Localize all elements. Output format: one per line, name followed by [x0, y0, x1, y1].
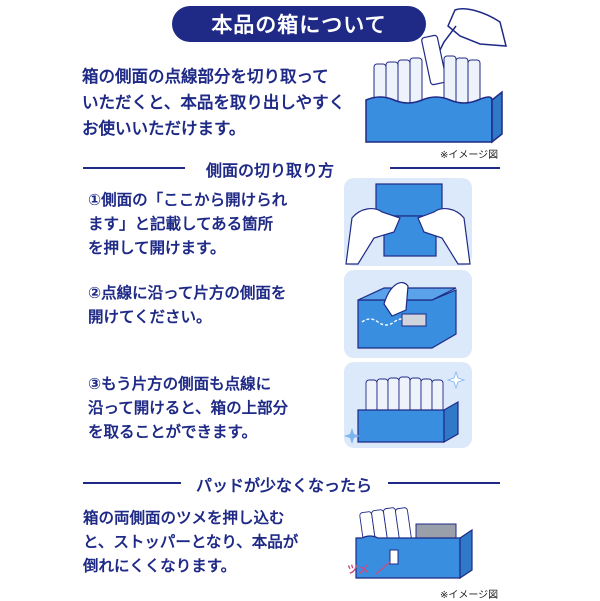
- intro-text: 箱の側面の点線部分を切り取って いただくと、本品を取り出しやすく お使いいただけ…: [82, 64, 372, 142]
- step-line: ①側面の「ここから開けられ: [88, 191, 288, 209]
- intro-line: お使いいただけます。: [82, 119, 246, 138]
- step-line: を取ることができます。: [88, 423, 257, 441]
- step-line: 倒れにくくなります。: [83, 557, 237, 575]
- step-1-image-panel: [344, 178, 472, 266]
- intro-line: 箱の側面の点線部分を切り取って: [82, 67, 329, 86]
- step-line: 箱の両側面のツメを押し込む: [83, 509, 285, 527]
- tab-label: ツメ: [347, 563, 369, 576]
- box-with-pads-illustration: [365, 8, 507, 144]
- section-divider-right: [388, 482, 500, 484]
- opened-box-illustration: [344, 370, 466, 444]
- hands-pressing-box-illustration: [345, 183, 471, 265]
- step-line: 沿って開けると、箱の上部分: [88, 399, 289, 417]
- section-heading-low-pads: パッドが少なくなったら: [196, 476, 373, 495]
- page-title: 本品の箱について: [172, 6, 426, 42]
- step-line: ます」と記載してある箇所: [88, 215, 274, 233]
- section-divider-right: [390, 167, 500, 169]
- stopper-box-illustration: [355, 507, 473, 580]
- step-line: と、ストッパーとなり、本品が: [83, 533, 299, 551]
- step-line: ②点線に沿って片方の側面を: [88, 284, 287, 302]
- step-line: 開けてください。: [88, 308, 212, 326]
- step-2-image-panel: [344, 270, 472, 358]
- section-divider-left: [83, 167, 185, 169]
- step-3-text: ③もう片方の側面も点線に 沿って開けると、箱の上部分 を取ることができます。: [88, 372, 328, 444]
- step-1-text: ①側面の「ここから開けられ ます」と記載してある箇所 を押して開けます。: [88, 188, 328, 260]
- intro-line: いただくと、本品を取り出しやすく: [82, 93, 346, 112]
- low-pads-image-note: ※イメージ図: [440, 590, 499, 601]
- low-pads-text: 箱の両側面のツメを押し込む と、ストッパーとなり、本品が 倒れにくくなります。: [83, 506, 343, 578]
- section-heading-tearing: 側面の切り取り方: [206, 161, 335, 180]
- opening-side-illustration: [357, 282, 457, 349]
- step-3-image-panel: [344, 362, 472, 448]
- step-2-text: ②点線に沿って片方の側面を 開けてください。: [88, 281, 328, 329]
- step-line: ③もう片方の側面も点線に: [88, 375, 272, 393]
- section-divider-left: [83, 482, 181, 484]
- intro-image-note: ※イメージ図: [440, 150, 499, 161]
- step-line: を押して開けます。: [88, 239, 226, 257]
